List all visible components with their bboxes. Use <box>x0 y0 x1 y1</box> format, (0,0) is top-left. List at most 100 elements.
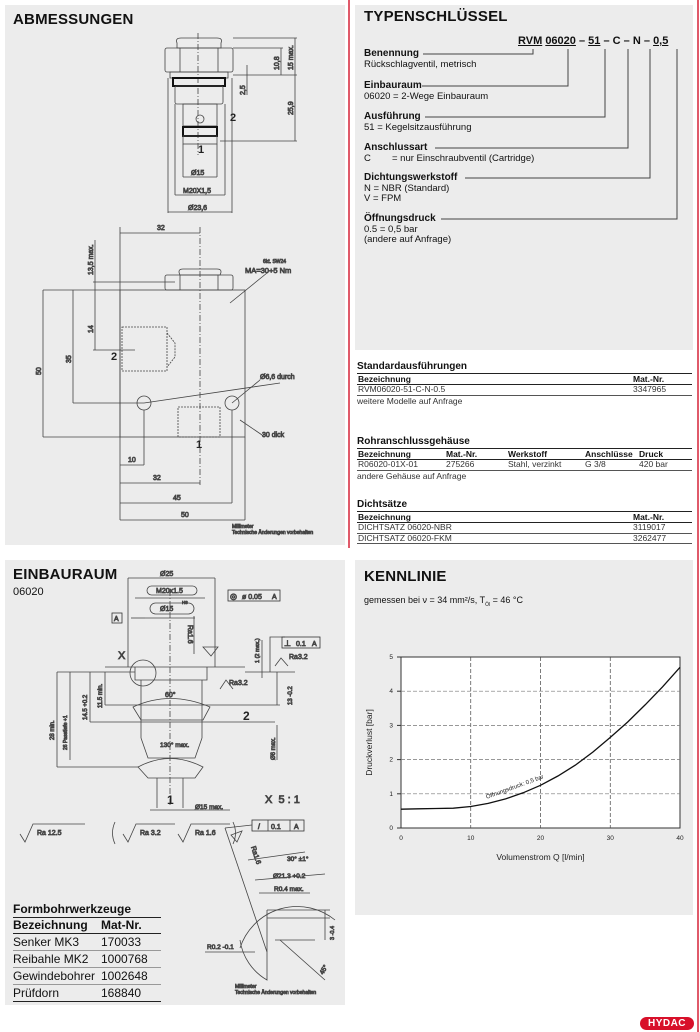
y-axis-label: Druckverlust [bar] <box>364 709 374 776</box>
dim-d15h8: Ø15 <box>160 606 173 613</box>
dim-45: 45 <box>173 495 181 502</box>
x-tick-label: 20 <box>537 835 545 842</box>
note-changes: Technische Änderungen vorbehalten <box>235 989 316 996</box>
subtitle-text: gemessen bei ν = 34 mm²/s, T <box>364 595 486 605</box>
dim-d25: Ø25 <box>160 571 173 578</box>
key-label: Öffnungsdruck <box>364 213 436 224</box>
x-tick-label: 0 <box>399 835 403 842</box>
ra-12-5: Ra 12.5 <box>37 830 62 837</box>
x-tick-label: 40 <box>676 835 684 842</box>
series-line <box>400 666 681 810</box>
dim-35: 35 <box>66 355 73 363</box>
divider-line <box>348 0 350 548</box>
x-axis-label: Volumenstrom Q [l/min] <box>496 852 584 862</box>
code-sep: – <box>643 35 650 47</box>
cell: R06020-01X-01 <box>357 459 445 471</box>
dimension-drawing: Ø15 M20X1,5 Ø23,6 10,8 15 max. 2,5 25,9 … <box>36 33 314 536</box>
col-bezeichnung: Bezeichnung <box>357 448 445 460</box>
key-label: Anschlussart <box>364 142 428 153</box>
dim-145: 14.5 +0.2 <box>83 694 89 720</box>
y-tick-label: 5 <box>389 654 393 661</box>
key-value: 51 = Kegelsitzausführung <box>364 121 472 133</box>
detail-45: 45° <box>318 963 330 976</box>
perpendicularity-frame <box>281 636 321 649</box>
key-leader-lines <box>422 49 678 220</box>
col-matnr: Mat.-Nr. <box>632 373 692 385</box>
perp-value: 0.1 <box>296 641 306 648</box>
cell: Stahl, verzinkt <box>507 459 584 471</box>
perp-symbol: ⊥ <box>284 639 291 648</box>
key-label: Ausführung <box>364 111 421 122</box>
dim-14: 14 <box>88 325 95 333</box>
cell: 3347965 <box>632 384 692 396</box>
einbauraum-subtitle: 06020 <box>13 586 44 598</box>
perp-ref: A <box>312 641 317 648</box>
col-anschluesse: Anschlüsse <box>584 448 638 460</box>
cell: Reibahle MK2 <box>13 950 101 968</box>
dim-sw24: 6kt. SW24 <box>263 259 286 265</box>
abmessungen-panel: ABMESSUNGEN Ø15 M20X1,5 <box>5 5 345 545</box>
standard-note: weitere Modelle auf Anfrage <box>357 395 463 406</box>
subtitle-sub: Öl <box>485 601 491 608</box>
cartridge-drawing <box>164 33 297 213</box>
dim-h108: 10,8 <box>274 56 281 70</box>
dim-d15: Ø15 <box>191 170 204 177</box>
dim-50-h: 50 <box>181 512 189 519</box>
typenschluessel-title: TYPENSCHLÜSSEL <box>364 8 508 25</box>
key-value: 06020 = 2-Wege Einbauraum <box>364 90 489 102</box>
standard-title: Standardausführungen <box>357 361 468 372</box>
dim-ra16: Ra1.6 <box>186 625 193 644</box>
kennlinie-subtitle: gemessen bei ν = 34 mm²/s, TÖl = 46 °C <box>364 595 523 608</box>
detail-r02: R0.2 -0.1 <box>207 944 234 951</box>
einbauraum-drawing: Ø25 M20x1.5 Ø15 H8 A ◎ ø 0.05 A Ra1.6 X … <box>19 571 336 996</box>
code-sep: – <box>623 35 630 47</box>
cell: 275266 <box>445 459 507 471</box>
code-rvm: RVM <box>518 35 543 47</box>
dichtsaetze-title: Dichtsätze <box>357 499 408 510</box>
concentricity-frame <box>227 589 281 602</box>
cell: 3262477 <box>632 533 692 544</box>
key-value: C = nur Einschraubventil (Cartridge) <box>364 152 535 164</box>
einbauraum-title: EINBAURAUM <box>13 566 118 583</box>
dim-thread: M20X1,5 <box>183 188 211 195</box>
note-changes: Technische Änderungen vorbehalten <box>232 529 313 536</box>
col-bezeichnung: Bezeichnung <box>357 373 632 385</box>
key-value: V = FPM <box>364 193 402 204</box>
key-label: Dichtungswerkstoff <box>364 172 458 183</box>
concentricity-ref: A <box>272 594 277 601</box>
cell: Prüfdorn <box>13 984 101 1002</box>
y-tick-label: 4 <box>389 688 393 695</box>
typenschluessel-panel: TYPENSCHLÜSSEL RVM 06020 – 51 – C – N – … <box>355 5 693 350</box>
dim-d6: Ø6 max. <box>271 737 277 760</box>
dim-torque: MA=30+5 Nm <box>245 266 291 275</box>
cell: RVM06020-51-C-N-0.5 <box>357 384 632 396</box>
key-value: Rückschlagventil, metrisch <box>364 58 477 70</box>
port-1-label: 1 <box>198 144 204 156</box>
cell: 420 bar <box>638 459 692 471</box>
note-millimeter: Millimeter <box>235 984 257 990</box>
roughness-symbols: Ra 12.5 Ra 3.2 Ra 1.6 <box>19 821 236 845</box>
dim-d236: Ø23,6 <box>188 205 207 212</box>
gehaeuse-title: Rohranschlussgehäuse <box>357 436 470 447</box>
dim-h259: 25,9 <box>288 101 295 115</box>
dim-thick: 30 dick <box>262 432 285 439</box>
bore-port-1: 1 <box>167 793 174 807</box>
dim-h1: 1 (2 max.) <box>255 638 261 663</box>
cell: DICHTSATZ 06020-NBR <box>357 522 632 534</box>
block-port-2: 2 <box>111 351 117 363</box>
cell: DICHTSATZ 06020-FKM <box>357 533 632 544</box>
